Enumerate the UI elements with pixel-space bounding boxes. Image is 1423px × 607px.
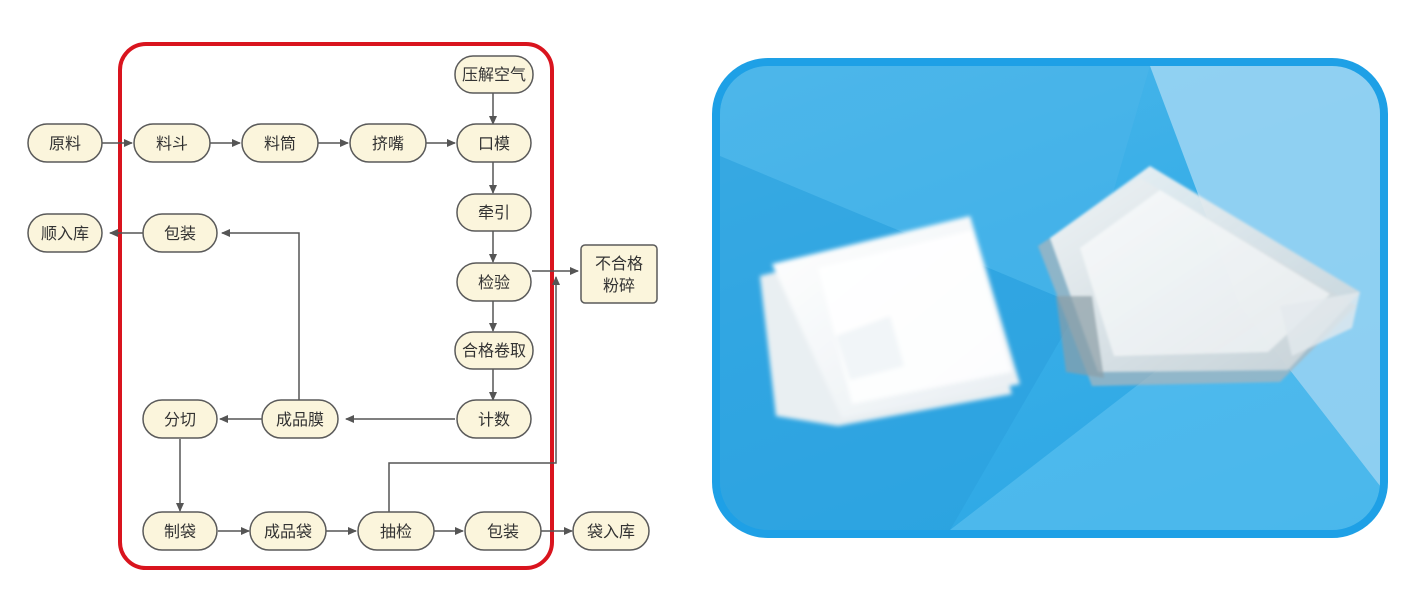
node-baozhuang-bottom: 包装 (464, 511, 542, 551)
node-label: 合格卷取 (462, 341, 526, 360)
node-label: 成品膜 (276, 410, 324, 429)
node-choujian: 抽检 (357, 511, 435, 551)
process-flow-diagram: 原料 料斗 料筒 挤嘴 口模 压解空气 牵引 检验 合格卷取 计数 成品膜 (27, 42, 658, 570)
node-label: 挤嘴 (372, 134, 404, 153)
clear-bag-stack (1038, 166, 1360, 386)
arrow-chengpinmo-baozhuang (221, 229, 300, 400)
node-label: 口模 (478, 134, 510, 153)
node-label: 成品袋 (264, 522, 312, 541)
node-label-line1: 不合格 (595, 254, 643, 273)
node-label: 抽检 (380, 522, 412, 541)
node-zhidai: 制袋 (142, 511, 218, 551)
white-bag-stack (760, 216, 1020, 426)
node-label: 料筒 (264, 134, 296, 153)
product-photo (720, 66, 1380, 530)
node-label: 牵引 (478, 203, 510, 222)
node-chengpinmo: 成品膜 (261, 399, 339, 439)
arrow-choujian-buhege (388, 276, 560, 512)
node-label-line2: 粉碎 (603, 276, 635, 295)
node-label: 顺入库 (41, 224, 89, 243)
node-buhege-fensui: 不合格 粉碎 (580, 244, 658, 304)
node-label: 原料 (49, 134, 81, 153)
production-frame (118, 42, 554, 570)
node-label: 包装 (164, 224, 196, 243)
node-qianyin: 牵引 (456, 193, 532, 232)
node-hegejuanqu: 合格卷取 (454, 331, 534, 370)
connectors (102, 93, 579, 535)
node-label: 制袋 (164, 522, 196, 541)
node-liaotong: 料筒 (241, 123, 319, 163)
node-label: 袋入库 (587, 522, 635, 541)
node-label: 压解空气 (462, 65, 526, 84)
node-chengpindai: 成品袋 (249, 511, 327, 551)
node-fenqie: 分切 (142, 399, 218, 439)
node-koumo: 口模 (456, 123, 532, 163)
node-yajie: 压解空气 (454, 55, 534, 94)
node-jishu: 计数 (456, 399, 532, 439)
node-label: 计数 (478, 410, 510, 429)
node-yuanliao: 原料 (27, 123, 103, 163)
node-jianyan: 检验 (456, 262, 532, 302)
node-label: 检验 (478, 273, 510, 292)
node-dairuku: 袋入库 (572, 511, 650, 551)
node-label: 包装 (487, 522, 519, 541)
node-jizui: 挤嘴 (349, 123, 427, 163)
node-shunruku: 顺入库 (27, 213, 103, 253)
node-liaodou: 料斗 (133, 123, 211, 163)
node-baozhuang-top: 包装 (142, 213, 218, 253)
product-photo-panel (712, 58, 1388, 538)
node-label: 料斗 (156, 134, 188, 153)
node-label: 分切 (164, 410, 196, 429)
